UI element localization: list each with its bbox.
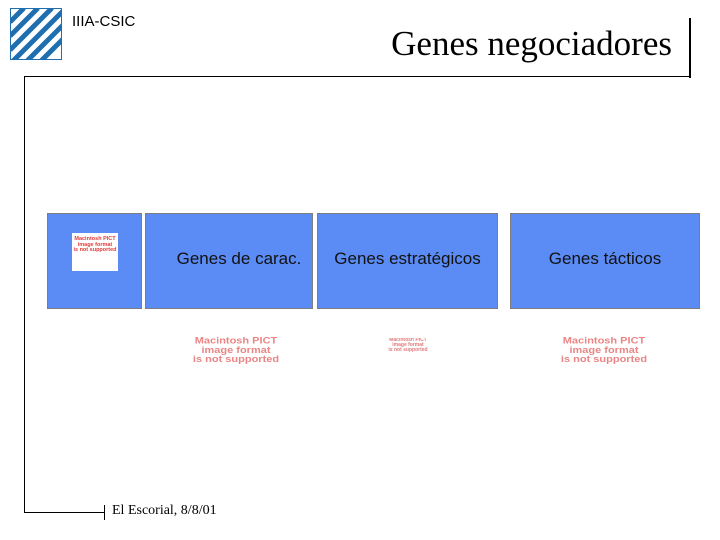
pict-line-3: is not supported	[192, 354, 280, 365]
slide-title: Genes negociadores	[391, 24, 672, 63]
pict-line-1: Macintosh PICT	[194, 336, 278, 347]
box-genes-tacticos: Genes tácticos	[510, 213, 700, 309]
pict-line-1: Macintosh PICT	[389, 338, 427, 343]
pict-placeholder-box: Macintosh PICT image format is not suppo…	[72, 233, 118, 271]
box-genes-carac: Genes de carac.	[145, 213, 313, 309]
pict-line-1: Macintosh PICT	[74, 236, 116, 242]
box-image: Macintosh PICT image format is not suppo…	[47, 213, 142, 309]
pict-line-2: image format	[569, 345, 639, 356]
frame-line-top	[24, 76, 691, 77]
pict-line-3: is not supported	[73, 247, 117, 253]
footer-location-date: El Escorial, 8/8/01	[112, 503, 217, 518]
pict-line-3: is not supported	[560, 354, 648, 365]
box-label: Genes de carac.	[176, 249, 302, 268]
pict-line-2: image format	[392, 342, 424, 348]
pict-placeholder-right: Macintosh PICT image format is not suppo…	[510, 337, 698, 368]
pict-placeholder-left: Macintosh PICT image format is not suppo…	[148, 337, 324, 368]
pict-placeholder-center: Macintosh PICT image format is not suppo…	[386, 338, 430, 358]
pict-line-2: image format	[77, 241, 113, 248]
pict-line-1: Macintosh PICT	[562, 336, 646, 347]
box-label: Genes estratégicos	[334, 249, 481, 268]
logo-stripes	[10, 8, 62, 60]
organization-name: IIIA-CSIC	[72, 13, 136, 30]
frame-line-left	[24, 76, 25, 513]
box-label: Genes tácticos	[548, 249, 662, 268]
footer-separator	[104, 505, 105, 520]
box-genes-estrategicos: Genes estratégicos	[317, 213, 498, 309]
iiia-logo	[10, 8, 62, 60]
frame-line-right	[689, 18, 691, 78]
pict-line-3: is not supported	[388, 347, 428, 353]
frame-line-bottom	[24, 512, 104, 513]
pict-line-2: image format	[201, 345, 271, 356]
